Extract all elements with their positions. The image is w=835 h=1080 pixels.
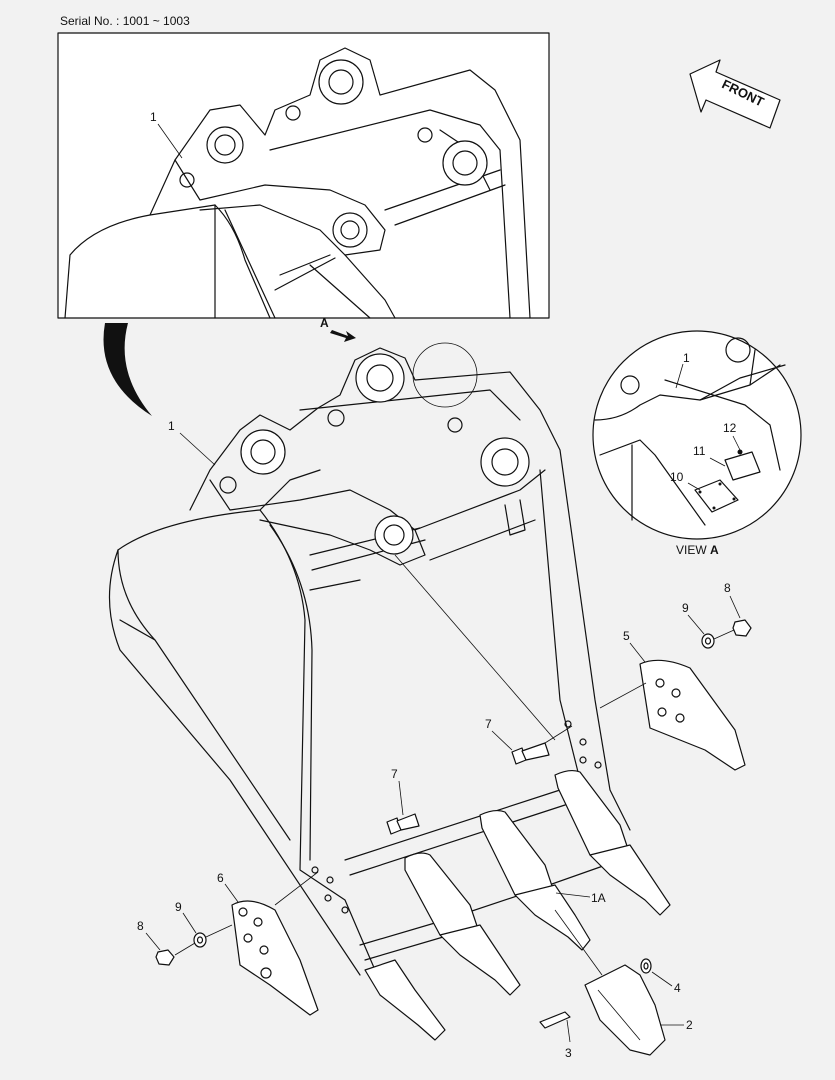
callout-7-lower: 7 [391,767,398,781]
callout-view-12: 12 [723,421,737,435]
inset-detail: 1 [57,32,550,319]
callout-9-left: 9 [175,900,182,914]
view-a-prefix: VIEW [676,543,707,557]
callout-view-11: 11 [693,444,706,458]
arrow-a-label: A [320,316,329,330]
bucket-assembly [108,342,631,976]
view-a-detail: 1 12 11 10 [592,330,802,540]
callout-4: 4 [674,981,681,995]
view-a-arrow: A [320,316,356,342]
callout-8-left: 8 [137,919,144,933]
callout-inset-1: 1 [150,110,157,124]
bucket-teeth [364,769,671,1041]
callout-1A: 1A [591,891,606,905]
callout-2: 2 [686,1018,693,1032]
tooth-pin-3 [539,1011,571,1029]
lock-washer-4 [640,958,652,974]
front-arrow: FRONT [689,59,781,129]
bolt-7-lower [386,813,420,835]
callout-view-1: 1 [683,351,690,365]
callout-8-right: 8 [724,581,731,595]
inset-bracket-drawing [64,47,531,319]
washer-9-right [701,633,715,649]
callout-5: 5 [623,629,630,643]
callout-6: 6 [217,871,224,885]
tooth-point-2 [584,964,666,1056]
view-a-letter: A [710,543,719,557]
nut-8-left [155,949,175,966]
side-cutter-6 [231,900,319,1016]
bolt-7-upper [511,742,550,765]
callout-7-upper: 7 [485,717,492,731]
serial-number-label: Serial No. : 1001 ~ 1003 [60,14,190,28]
callout-9-right: 9 [682,601,689,615]
callout-3: 3 [565,1046,572,1060]
washer-9-left [193,932,207,948]
callout-main-1: 1 [168,419,175,433]
callout-view-10: 10 [670,470,684,484]
curved-arrow-icon [103,323,152,416]
nut-8-right [732,619,752,637]
view-a-caption: VIEW A [676,543,719,557]
side-cutter-5 [599,659,746,771]
